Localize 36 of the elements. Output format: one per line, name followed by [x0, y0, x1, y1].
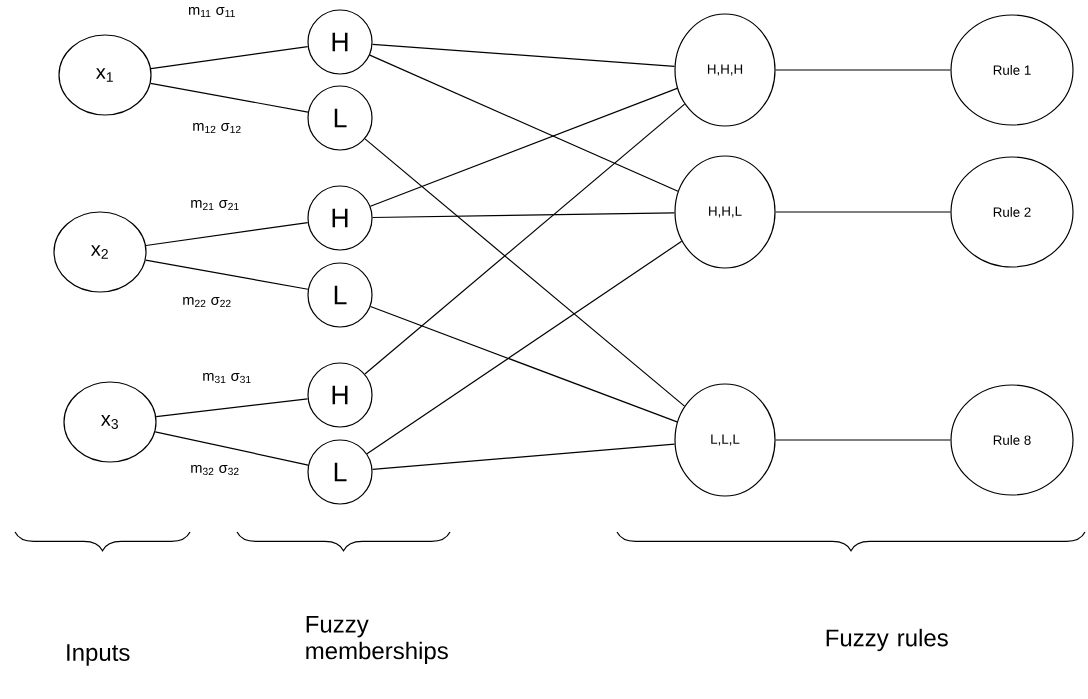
edge-label: m$_{21}$ σ$_{21}$ [188, 198, 242, 212]
membership-node: L [307, 439, 373, 505]
group-label: Fuzzy memberships [306, 615, 448, 665]
input-node: x$_{2}$ [53, 211, 147, 293]
connector-line [150, 45, 309, 70]
connector-line [369, 305, 678, 423]
input-node: x$_{3}$ [63, 381, 157, 463]
connector-line [150, 82, 309, 113]
connector-line [155, 398, 309, 418]
connector-line [154, 431, 309, 466]
membership-node: H [307, 185, 373, 251]
connector-line [371, 43, 676, 67]
input-node: x$_{1}$ [58, 34, 152, 116]
connector-line [371, 443, 676, 470]
membership-node: L [307, 85, 373, 151]
connector-line [364, 103, 686, 375]
connector-line [145, 221, 309, 247]
edge-label: m$_{12}$ σ$_{12}$ [190, 121, 244, 135]
group-label: Fuzzy rules [826, 628, 948, 652]
connector-line [775, 439, 951, 441]
connector-line [775, 69, 951, 71]
membership-node: H [307, 362, 373, 428]
group-label: Inputs [67, 644, 130, 666]
connector-line [364, 138, 686, 407]
connector-line [775, 211, 951, 213]
membership-node: H [307, 9, 373, 75]
connector-line [369, 54, 679, 192]
edge-label: m$_{31}$ σ$_{31}$ [200, 371, 254, 385]
edge-label: m$_{11}$ σ$_{11}$ [186, 5, 238, 19]
membership-node: L [307, 262, 373, 328]
edge-label: m$_{22}$ σ$_{22}$ [180, 295, 234, 309]
connector-line [372, 212, 675, 219]
connector-line [369, 87, 678, 207]
connector-line [145, 259, 309, 290]
edge-label: m$_{32}$ σ$_{32}$ [188, 463, 242, 477]
connector-line [366, 240, 683, 455]
